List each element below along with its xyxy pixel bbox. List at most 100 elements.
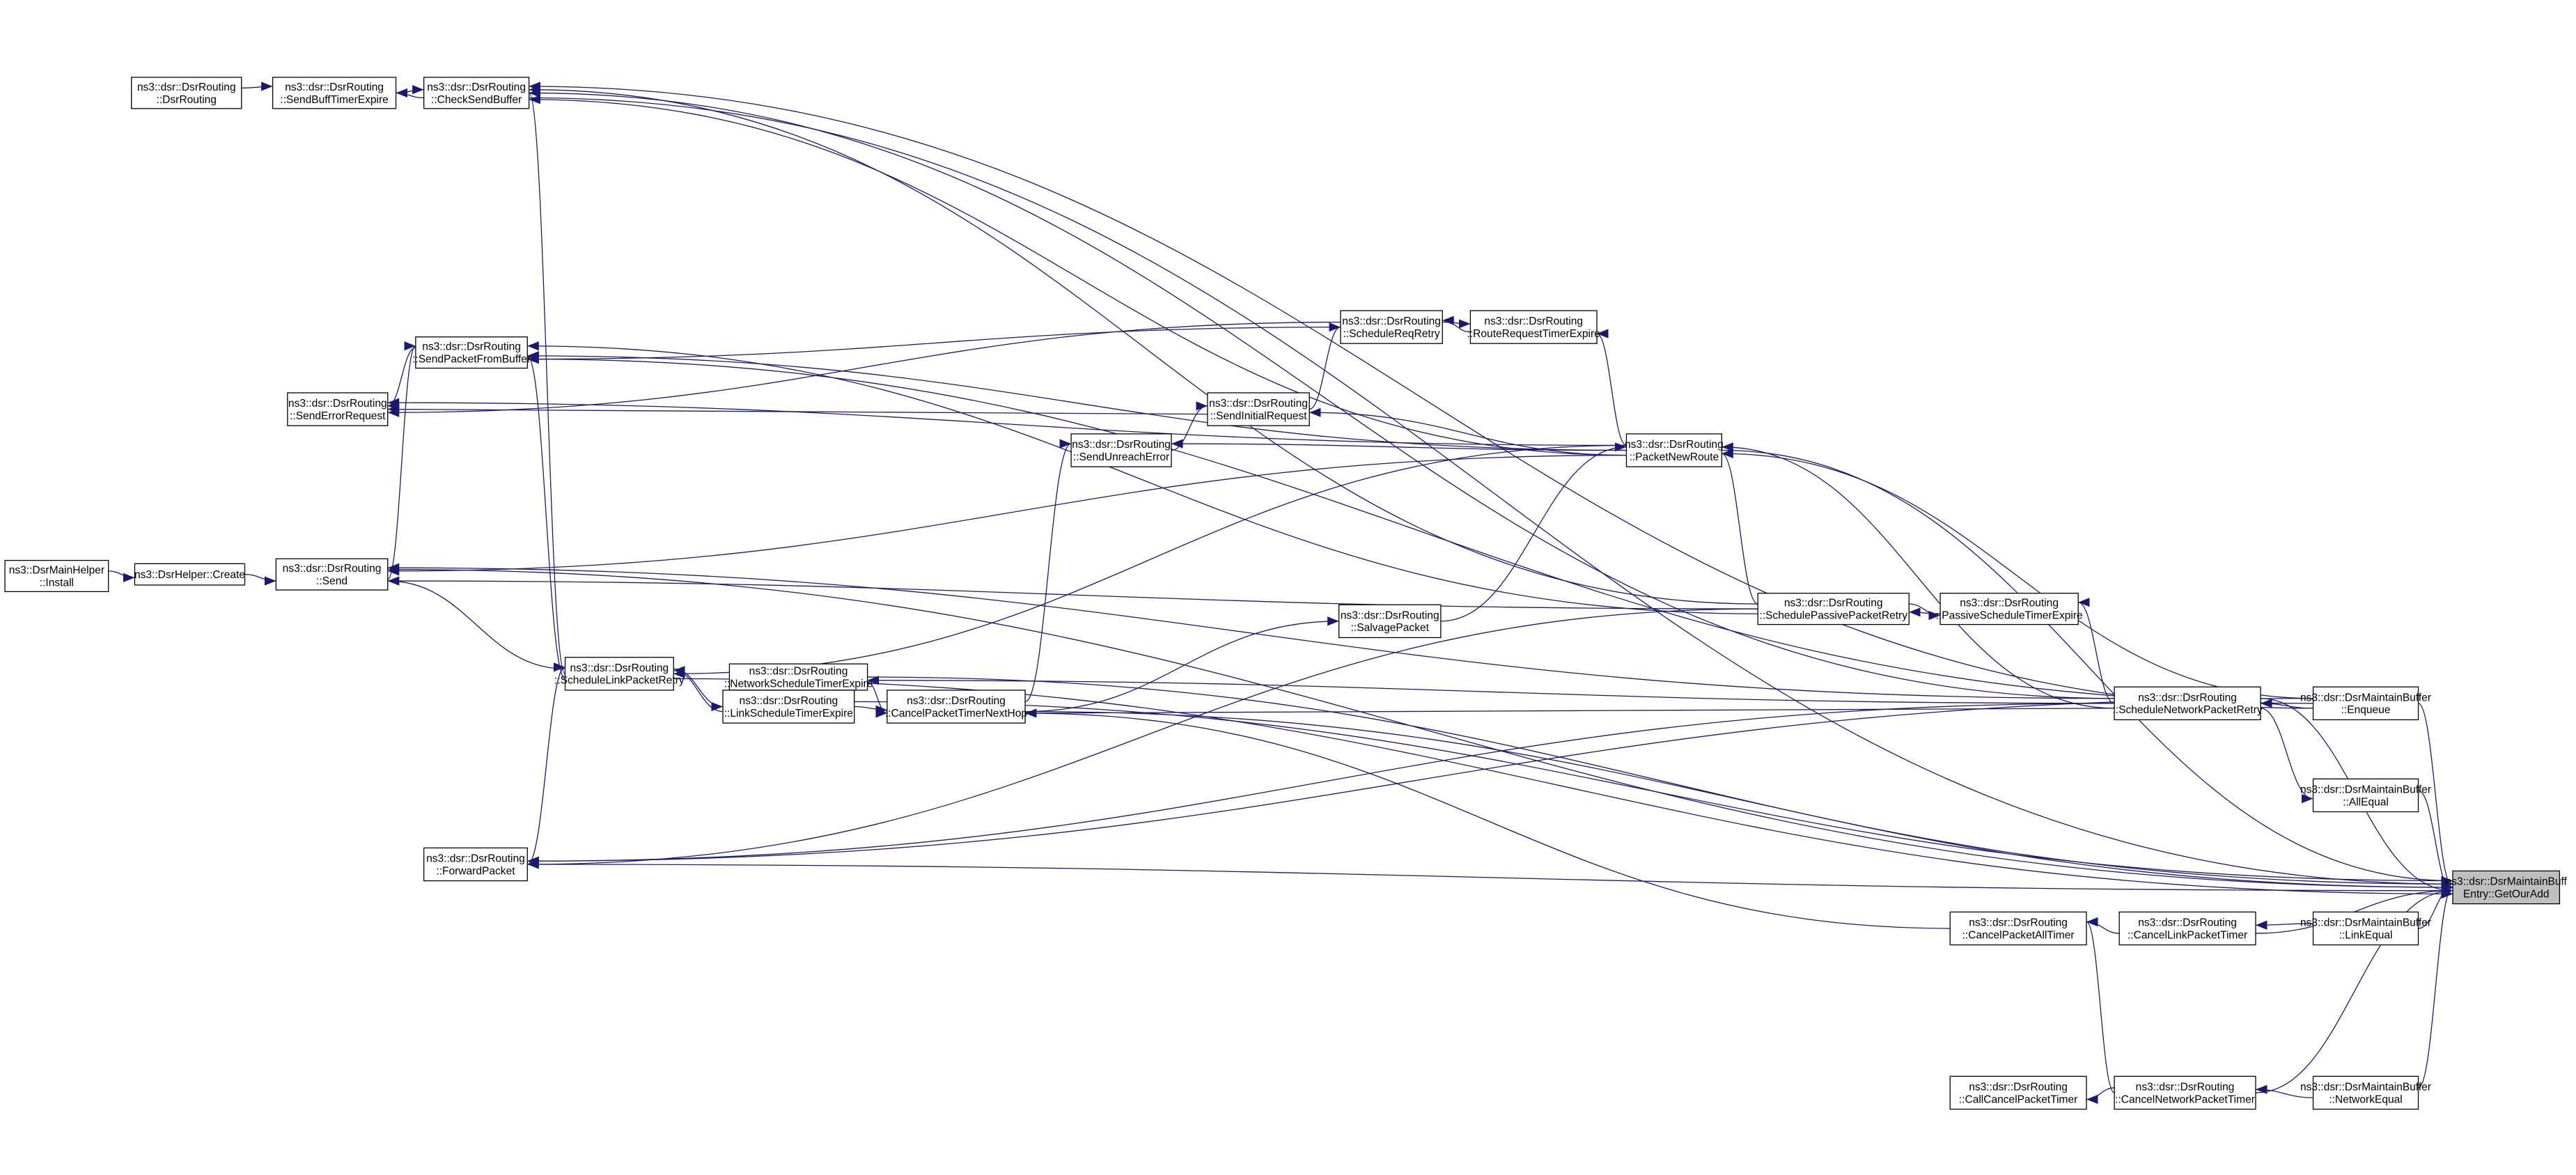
node-box — [4, 559, 109, 593]
edge-sendunreach-to-sendinitial — [1171, 401, 1208, 451]
edge-schedpassive-to-passivesched — [1909, 603, 1941, 621]
edge-schednet-to-send — [387, 563, 2115, 699]
edge-schedreq-to-senderrreq — [387, 321, 1341, 417]
node-label: ns3::dsr::DsrRouting — [427, 81, 526, 93]
node-box — [415, 336, 528, 369]
edge-cancelnexthop-to-getouradd — [1025, 710, 2453, 892]
node-label: Entry::GetOurAdd — [2463, 888, 2550, 900]
node-cancelnet[interactable]: ns3::dsr::DsrRouting::CancelNetworkPacke… — [2114, 1075, 2256, 1110]
node-label: ::CancelLinkPacketTimer — [2128, 929, 2247, 941]
node-getouradd[interactable]: ns3::dsr::DsrMaintainBuffEntry::GetOurAd… — [2446, 870, 2568, 905]
node-label: ::ForwardPacket — [436, 865, 515, 877]
edge-schednet-to-netsched — [867, 676, 2115, 704]
node-box — [2452, 870, 2561, 905]
node-cancellink[interactable]: ns3::dsr::DsrRouting::CancelLinkPacketTi… — [2118, 911, 2256, 946]
node-label: ::PacketNewRoute — [1629, 451, 1719, 463]
node-schedreq[interactable]: ns3::dsr::DsrRouting::ScheduleReqRetry — [1340, 310, 1443, 344]
node-label: ns3::dsr::DsrRouting — [137, 81, 236, 93]
edge-pktnewroute-to-checksend — [529, 95, 1627, 456]
node-box — [1340, 310, 1443, 344]
node-install[interactable]: ns3::DsrMainHelper::Install — [4, 559, 109, 593]
node-dsrrouting[interactable]: ns3::dsr::DsrRouting::DsrRouting — [131, 77, 242, 109]
node-label: ::SendUnreachError — [1073, 451, 1169, 463]
edge-salvage-to-pktnewroute — [1440, 442, 1627, 622]
node-cancelnexthop[interactable]: ns3::dsr::DsrRouting::CancelPacketTimerN… — [885, 690, 1027, 724]
edge-cancelnet-to-getouradd — [2255, 886, 2453, 1094]
node-alleq[interactable]: ns3::dsr::DsrMaintainBuffer::AllEqual — [2300, 778, 2431, 813]
node-label: ns3::dsr::DsrRouting — [1341, 609, 1439, 621]
node-routereq[interactable]: ns3::dsr::DsrRouting::RouteRequestTimerE… — [1467, 310, 1600, 344]
edge-enqueue-to-sendpktbuf — [527, 354, 2313, 704]
edge-enqueue-to-checksend — [529, 81, 2313, 709]
node-label: ns3::dsr::DsrRouting — [1960, 598, 2059, 609]
node-label: ::AllEqual — [2343, 796, 2389, 808]
node-label: ::SchedulePassivePacketRetry — [1759, 610, 1907, 622]
node-box — [1070, 433, 1172, 467]
node-box — [887, 690, 1026, 724]
node-label: ::CancelPacketTimerNextHop — [885, 708, 1027, 719]
node-label: ns3::dsr::DsrRouting — [422, 341, 521, 353]
edge-sendinitial-to-schedreq — [1309, 322, 1341, 410]
node-label: ns3::dsr::DsrRouting — [570, 662, 669, 674]
node-box — [1949, 911, 2087, 946]
edge-linksched-to-getouradd — [854, 701, 2453, 886]
edge-checksend-to-getouradd — [529, 97, 2453, 889]
node-label: ns3::dsr::DsrRouting — [426, 853, 525, 864]
edge-send-to-getouradd — [387, 568, 2453, 892]
node-sendpktbuf[interactable]: ns3::dsr::DsrRouting::SendPacketFromBuff… — [412, 336, 531, 369]
node-box — [1949, 1075, 2087, 1110]
node-checksend[interactable]: ns3::dsr::DsrRouting::CheckSendBuffer — [423, 77, 530, 109]
node-label: ::Install — [40, 577, 74, 589]
node-label: ::CancelPacketAllTimer — [1962, 929, 2075, 941]
node-label: ns3::dsr::DsrRouting — [1484, 316, 1583, 327]
node-pktnewroute[interactable]: ns3::dsr::DsrRouting::PacketNewRoute — [1625, 433, 1724, 467]
node-linkequal[interactable]: ns3::dsr::DsrMaintainBuffer::LinkEqual — [2300, 911, 2431, 946]
node-box — [2118, 911, 2256, 946]
node-label: ns3::dsr::DsrRouting — [2138, 917, 2237, 928]
node-callcancel[interactable]: ns3::dsr::DsrRouting::CallCancelPacketTi… — [1949, 1075, 2087, 1110]
node-salvage[interactable]: ns3::dsr::DsrRouting::SalvagePacket — [1338, 604, 1442, 639]
node-netsched[interactable]: ns3::dsr::DsrRouting::NetworkScheduleTim… — [724, 663, 873, 691]
node-senderrreq[interactable]: ns3::dsr::DsrRouting::SendErrorRequest — [287, 392, 389, 426]
edge-netsched-to-getouradd — [867, 676, 2453, 889]
node-label: ::CancelNetworkPacketTimer — [2115, 1094, 2255, 1105]
node-box — [1207, 392, 1310, 426]
node-label: ::CheckSendBuffer — [431, 94, 522, 106]
node-schedpassive[interactable]: ns3::dsr::DsrRouting::SchedulePassivePac… — [1757, 593, 1910, 625]
node-label: ::SendInitialRequest — [1210, 410, 1307, 422]
node-label: ::SalvagePacket — [1351, 622, 1430, 634]
node-label: ::SendErrorRequest — [290, 410, 386, 422]
node-label: ::ScheduleNetworkPacketRetry — [2112, 704, 2262, 716]
edge-pktnewroute-to-sendinitial — [1309, 407, 1627, 456]
node-schedlink[interactable]: ns3::dsr::DsrRouting::ScheduleLinkPacket… — [554, 657, 685, 691]
edge-checksend-to-sendbuff — [396, 88, 424, 99]
node-schednet[interactable]: ns3::dsr::DsrRouting::ScheduleNetworkPac… — [2112, 686, 2263, 721]
node-label: ns3::dsr::DsrRouting — [1969, 917, 2068, 928]
node-passivesched[interactable]: ns3::dsr::DsrRouting::PassiveScheduleTim… — [1936, 593, 2083, 625]
node-send[interactable]: ns3::dsr::DsrRouting::Send — [275, 558, 389, 591]
node-netequal[interactable]: ns3::dsr::DsrMaintainBuffer::NetworkEqua… — [2300, 1075, 2431, 1110]
node-label: ns3::dsr::DsrMaintainBuffer — [2300, 784, 2431, 795]
edge-forward-to-schedlink — [526, 662, 565, 865]
node-linksched[interactable]: ns3::dsr::DsrRouting::LinkScheduleTimerE… — [722, 690, 855, 724]
edge-pktnewroute-to-schedlink — [673, 444, 1627, 678]
node-forward[interactable]: ns3::dsr::DsrRouting::ForwardPacket — [423, 847, 528, 882]
node-box — [2312, 911, 2419, 946]
node-create[interactable]: ns3::DsrHelper::Create — [134, 563, 246, 586]
node-label: ::NetworkScheduleTimerExpire — [724, 678, 873, 690]
edge-pktnewroute-to-sendunreach — [1171, 439, 1627, 451]
node-enqueue[interactable]: ns3::dsr::DsrMaintainBuffer::Enqueue — [2300, 686, 2431, 721]
node-box — [722, 690, 855, 724]
edge-netequal-to-getouradd — [2418, 882, 2453, 1089]
edge-schednet-to-forward — [527, 703, 2115, 866]
node-label: ns3::dsr::DsrRouting — [1342, 316, 1441, 327]
edge-cancelnet-to-cancelpktall — [2086, 917, 2115, 1094]
node-box — [275, 558, 389, 591]
node-label: ns3::dsr::DsrMaintainBuff — [2446, 876, 2568, 887]
node-sendbuff[interactable]: ns3::dsr::DsrRouting::SendBuffTimerExpir… — [272, 77, 397, 109]
edge-schedpassive-to-send — [387, 576, 1758, 609]
node-sendunreach[interactable]: ns3::dsr::DsrRouting::SendUnreachError — [1070, 433, 1172, 467]
node-sendinitial[interactable]: ns3::dsr::DsrRouting::SendInitialRequest — [1207, 392, 1310, 426]
node-cancelpktall[interactable]: ns3::dsr::DsrRouting::CancelPacketAllTim… — [1949, 911, 2087, 946]
